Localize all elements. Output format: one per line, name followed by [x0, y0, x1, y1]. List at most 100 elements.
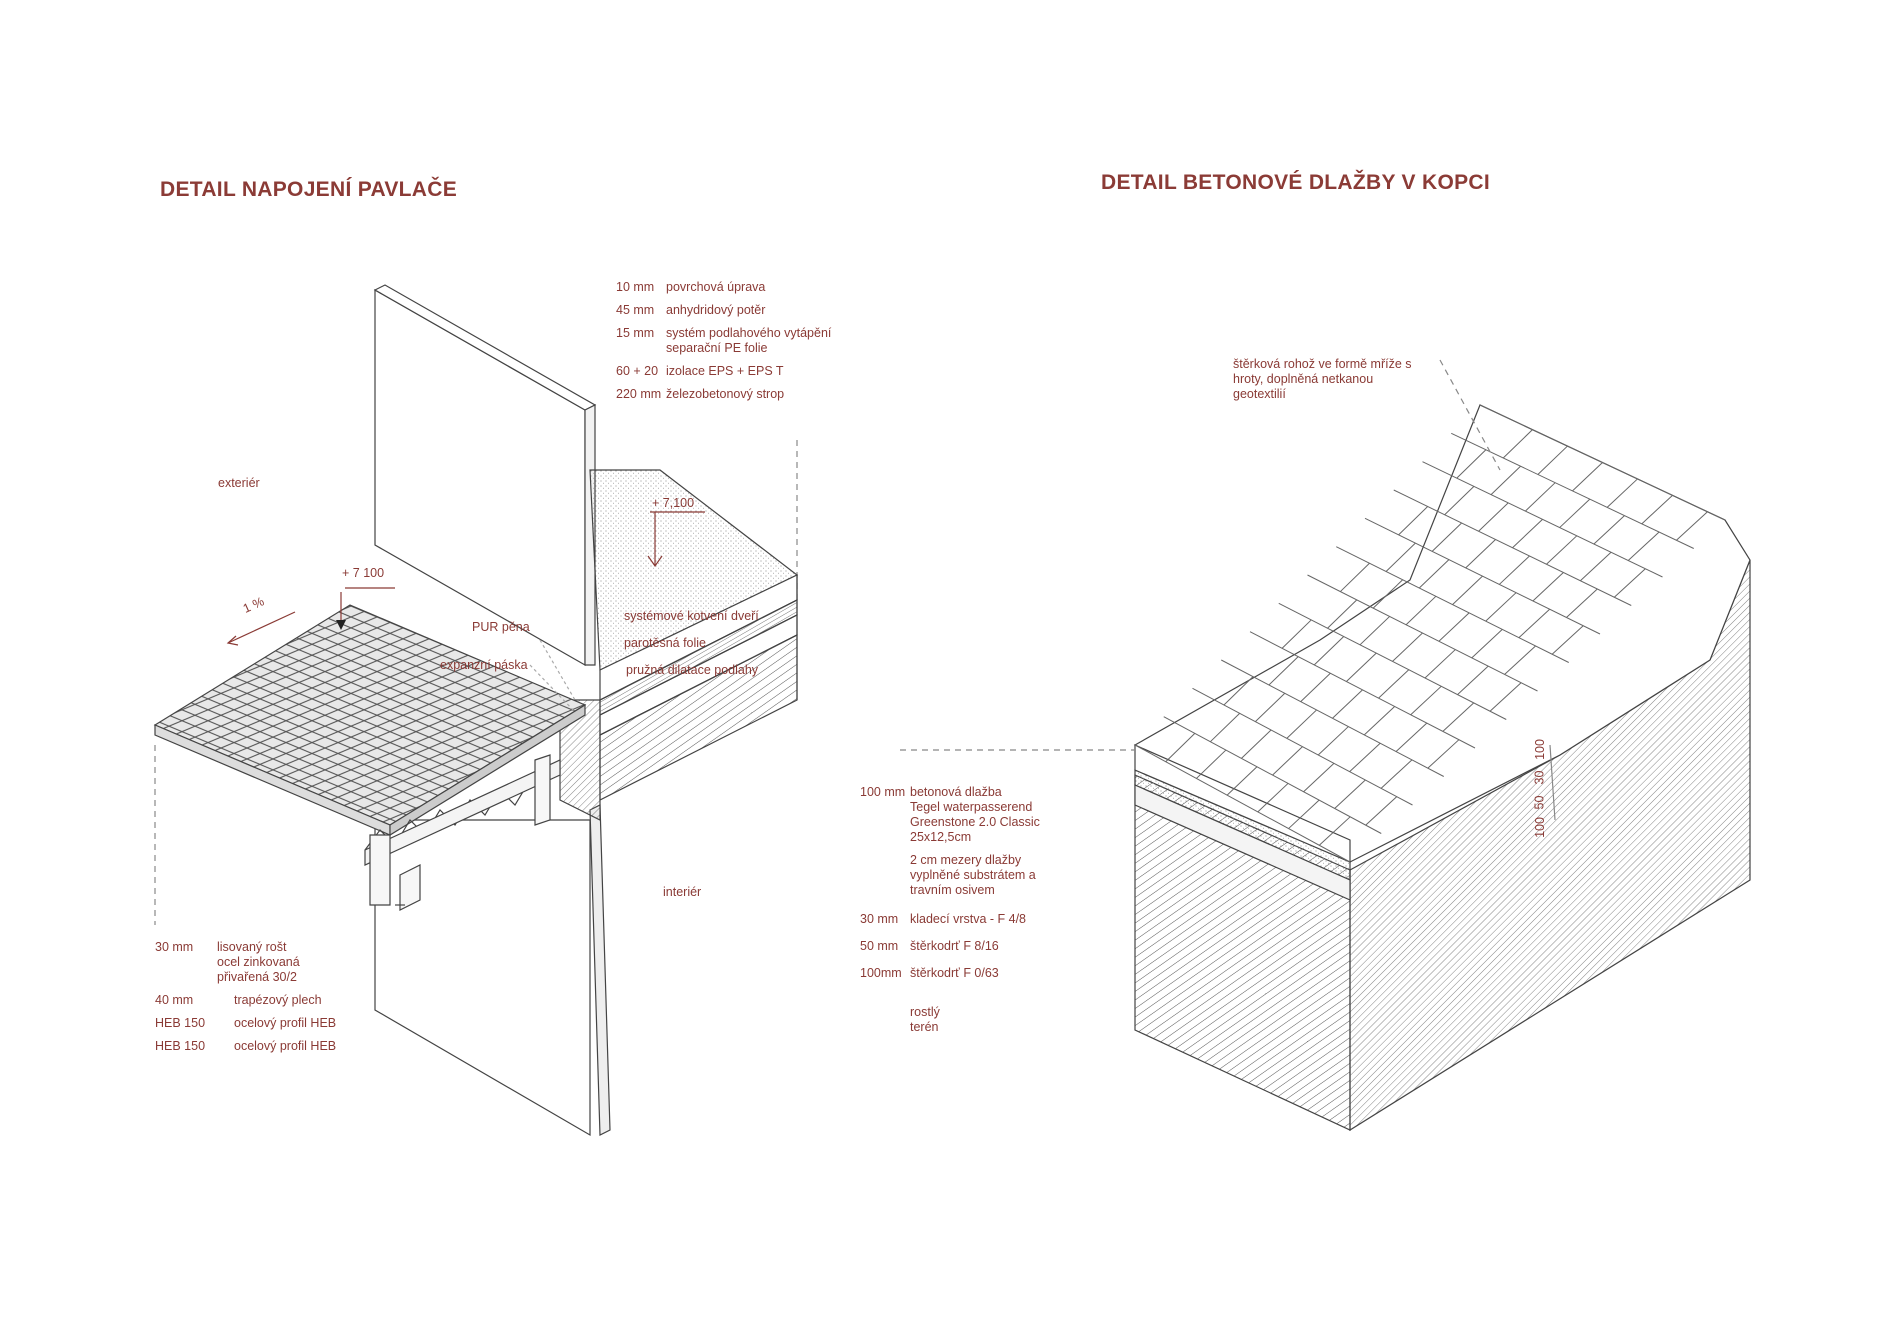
- dimension-paving: 100: [1532, 739, 1547, 760]
- layer-description: 2 cm mezery dlažby vyplněné substrátem a…: [910, 853, 1036, 897]
- paving-joint-line: [1303, 762, 1335, 793]
- layer-description: kladecí vrstva - F 4/8: [910, 912, 1027, 926]
- layer-thickness: 50 mm: [860, 939, 899, 953]
- paving-joint-line: [1451, 432, 1694, 549]
- label-expansion-tape: expanzní páska: [440, 658, 528, 672]
- dimension-gravel-fine: 50: [1532, 795, 1547, 810]
- paving-joint-line: [1332, 689, 1363, 719]
- layer-row: 40 mm trapézový plech: [155, 993, 336, 1008]
- concrete-paving-drawing: [900, 359, 1751, 1132]
- layer-description: štěrkodrť F 0/63: [910, 966, 999, 980]
- paving-joint-line: [1385, 542, 1416, 572]
- paving-joint-line: [1257, 783, 1289, 813]
- dimension-gravel-coarse: 100: [1532, 817, 1547, 838]
- paving-joint-line: [1444, 486, 1475, 516]
- paving-joint-line: [1363, 706, 1395, 736]
- layer-thickness: 220 mm: [616, 387, 662, 401]
- paving-joint-line: [1478, 502, 1509, 532]
- paving-joint-line: [1349, 742, 1381, 773]
- layer-row: HEB 150 ocelový profil HEB: [155, 1039, 336, 1054]
- label-vapor-barrier: parotěsná folie: [624, 636, 707, 650]
- paving-joint-line: [1422, 461, 1663, 578]
- layer-description: ocelový profil HEB: [234, 1039, 337, 1053]
- layer-row: 45 mm anhydridový potěr: [616, 303, 831, 318]
- layer-description: anhydridový potěr: [666, 303, 766, 317]
- layer-thickness: 15 mm: [616, 326, 655, 340]
- paving-joint-line: [1313, 636, 1345, 666]
- layer-description: izolace EPS + EPS T: [666, 364, 784, 378]
- paving-joint-line: [1340, 562, 1370, 592]
- layer-row: 15 mm systém podlahového vytápění separač…: [616, 326, 831, 356]
- balcony-connection-drawing: [153, 284, 799, 1137]
- layer-thickness: 10 mm: [616, 280, 655, 294]
- paving-joint-line: [1512, 518, 1543, 549]
- paving-joint-line: [1392, 632, 1423, 662]
- paving-joint-line: [1410, 685, 1442, 716]
- layer-description: systém podlahového vytápění separační PE…: [666, 326, 832, 355]
- label-pur-foam: PUR pěna: [472, 620, 530, 634]
- paving-joint-line: [1490, 465, 1521, 495]
- paving-joint-line: [1288, 799, 1320, 829]
- layer-description: betonová dlažba Tegel waterpasserend Gre…: [910, 785, 1040, 844]
- layer-thickness: 40 mm: [155, 993, 194, 1007]
- paving-joint-line: [1471, 629, 1503, 659]
- paving-joint-line: [1431, 522, 1462, 552]
- layer-thickness: HEB 150: [155, 1016, 206, 1030]
- paving-joint-line: [1498, 555, 1530, 585]
- paving-joint-line: [1281, 619, 1312, 649]
- paving-joint-line: [1457, 665, 1489, 695]
- paving-joint-line: [1572, 462, 1603, 492]
- paving-joint-line: [1196, 749, 1227, 779]
- label-interior: interiér: [663, 885, 702, 899]
- paving-joint-line: [1502, 429, 1533, 459]
- paving-joint-line: [1317, 726, 1349, 756]
- layer-description: povrchová úprava: [666, 280, 766, 294]
- paving-joint-line: [1442, 702, 1475, 732]
- paving-joint-line: [1627, 531, 1660, 561]
- dimension-bedding: 30: [1532, 770, 1547, 785]
- paving-joint-line: [1566, 588, 1598, 618]
- paving-joint-line: [1318, 816, 1351, 846]
- paving-joint-line: [1378, 669, 1410, 699]
- paving-joint-line: [1249, 631, 1476, 749]
- paving-joint-line: [1489, 682, 1522, 712]
- layer-thickness: HEB 150: [155, 1039, 206, 1053]
- level-marker-left: + 7 100: [342, 566, 385, 580]
- paving-joint-line: [1518, 608, 1550, 639]
- terrain-row: rostlý terén: [860, 1005, 1040, 1035]
- paving-joint-line: [1307, 574, 1538, 692]
- paving-joint-line: [1532, 572, 1564, 602]
- layer-thickness: 30 mm: [155, 940, 194, 954]
- paving-joint-line: [1456, 449, 1487, 479]
- title-balcony-connection: DETAIL NAPOJENÍ PAVLAČE: [160, 178, 458, 201]
- paving-joint-line: [1559, 498, 1591, 528]
- paving-joint-line: [1223, 676, 1254, 706]
- paving-joint-line: [1485, 592, 1517, 622]
- paving-joint-line: [1405, 595, 1437, 626]
- paving-joint-line: [1593, 515, 1625, 545]
- gravel-mat-note: štěrková rohož ve formě mříže s hroty, d…: [1233, 357, 1412, 402]
- paving-joint-line: [1268, 656, 1299, 686]
- paving-joint-line: [1641, 494, 1673, 525]
- paving-joint-line: [1255, 692, 1286, 723]
- layer-description: trapézový plech: [234, 993, 322, 1007]
- paving-joint-line: [1398, 506, 1429, 536]
- paving-joint-line: [1165, 732, 1196, 763]
- layer-description: ocelový profil HEB: [234, 1016, 337, 1030]
- layer-row: 10 mm povrchová úprava: [616, 280, 831, 295]
- terrain-label: rostlý terén: [910, 1005, 940, 1034]
- paving-joint-line: [1134, 744, 1351, 863]
- paving-joint-line: [1286, 709, 1317, 739]
- layer-thickness: 30 mm: [860, 912, 899, 926]
- layer-thickness: 45 mm: [616, 303, 655, 317]
- layer-row: 30 mm kladecí vrstva - F 4/8: [860, 912, 1040, 927]
- paving-joint-line: [1210, 712, 1240, 743]
- floor-layers-spec: 10 mm povrchová úprava 45 mm anhydridový p…: [616, 280, 831, 410]
